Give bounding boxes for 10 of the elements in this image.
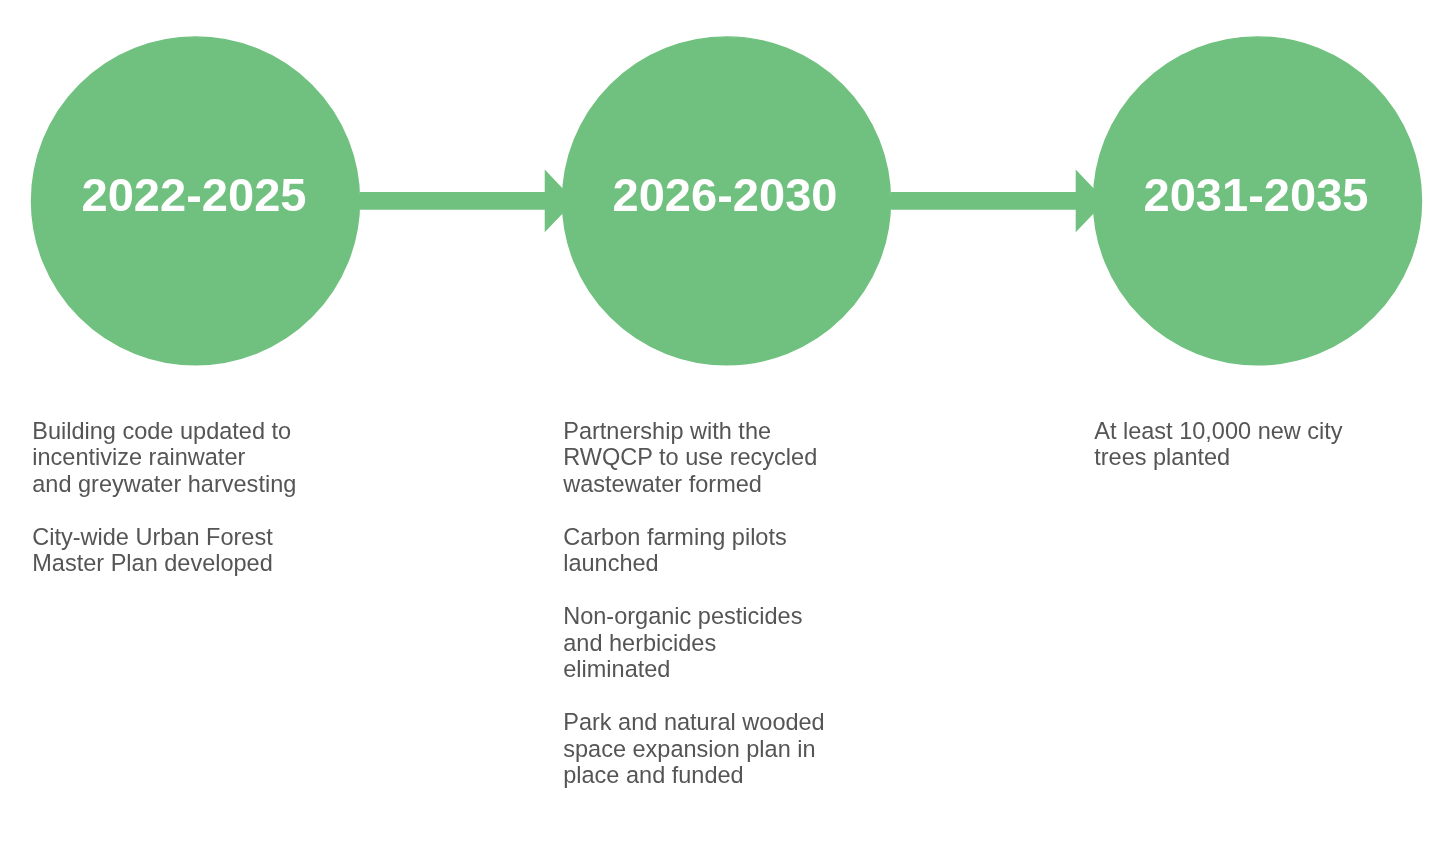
node-label: Carbon farming pilots launched: [563, 523, 787, 577]
node-circle: 2031-2035: [1092, 36, 1423, 366]
node-label: Building code updated to incentivize rainwater and greywater harvesting: [32, 417, 297, 497]
node-circle: 2026-2030: [561, 36, 892, 366]
node-label: Partnership with the RWQCP to use recycled wastewater formed: [563, 417, 818, 497]
node-circle: 2022-2025: [30, 36, 361, 366]
node-label: At least 10,000 new city trees planted: [1094, 417, 1343, 471]
node-label: Non-organic pesticides and herbicides eliminated: [563, 603, 803, 683]
node-label: City-wide Urban Forest Master Plan developed: [32, 523, 273, 577]
node-label: Park and natural wooded space expansion plan in place and funded: [563, 709, 825, 789]
